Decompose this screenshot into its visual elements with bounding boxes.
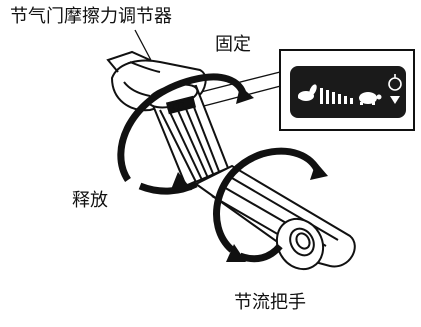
release-arrowhead (170, 172, 192, 192)
throttle-grip-label: 节流把手 (234, 292, 306, 313)
panel-display (290, 66, 406, 118)
grip-rotation-arrow (213, 147, 322, 263)
friction-adjuster-label: 节气门摩擦力调节器 (10, 6, 172, 27)
fixed-label: 固定 (215, 34, 251, 55)
grip-arrowhead-bottom (226, 244, 246, 262)
turtle-icon (359, 92, 382, 105)
grip-arrowhead-top (310, 162, 328, 180)
speed-scale-bars (320, 88, 353, 104)
choke-icon (388, 74, 402, 91)
adjuster-rotation-arrow (117, 73, 248, 195)
speed-indicator-panel (279, 49, 415, 131)
rabbit-icon (298, 84, 317, 101)
fixed-arrowhead (236, 86, 254, 104)
release-label: 释放 (72, 190, 108, 211)
down-arrow-icon (390, 96, 400, 104)
throttle-grip-tube (194, 164, 356, 271)
